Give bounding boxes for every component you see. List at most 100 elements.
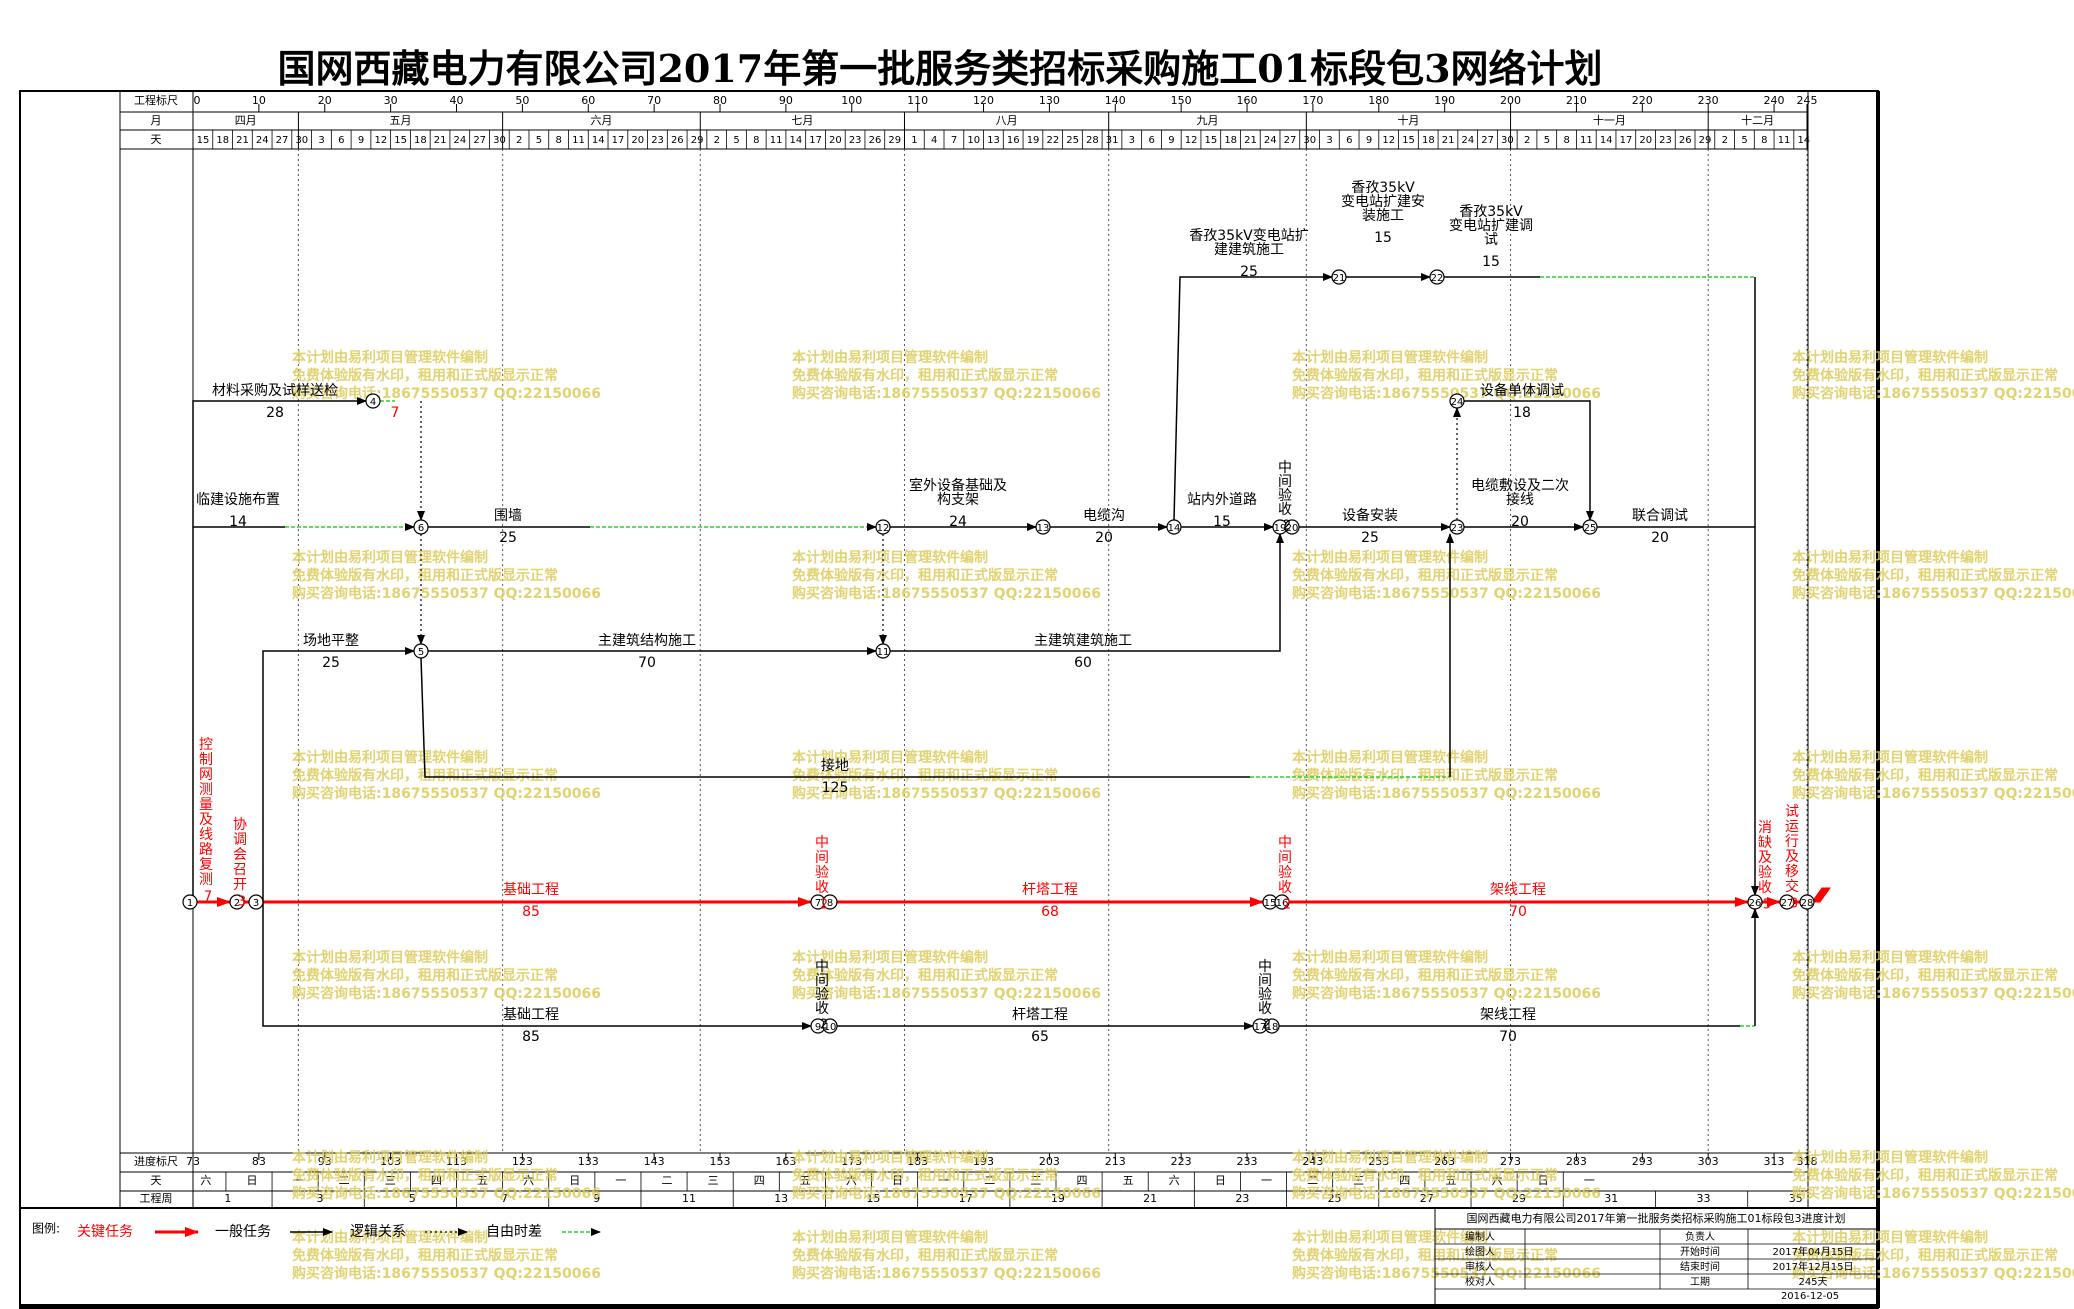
watermark-line: 购买咨询电话:18675550537 QQ:22150066: [1792, 585, 2074, 602]
task-name: 架线工程: [1490, 882, 1546, 898]
day-label: 31: [1106, 135, 1119, 146]
node-circle: [182, 894, 198, 910]
month-label: 十月: [1397, 113, 1419, 127]
day-label: 21: [236, 135, 249, 146]
day-label: 12: [1382, 135, 1395, 146]
node-circle: [1582, 519, 1598, 535]
day-label: 23: [1659, 135, 1672, 146]
task-duration: 25: [322, 655, 340, 671]
task-name: 试: [1484, 232, 1498, 248]
day-label: 26: [671, 135, 684, 146]
top-tick-label: 60: [581, 94, 595, 107]
task-name-vertical: 及: [1758, 850, 1772, 866]
day-label: 24: [454, 135, 467, 146]
node-circle: [365, 393, 381, 409]
watermark-line: 免费体验版有水印，租用和正式版显示正常: [292, 967, 558, 984]
bottom-tick-label: 263: [1434, 1155, 1455, 1168]
week-label: 13: [774, 1192, 788, 1205]
task-name-vertical: 收: [1758, 880, 1772, 896]
watermark-line: 本计划由易利项目管理软件编制: [1292, 349, 1488, 366]
day-label: 5: [1741, 135, 1747, 146]
day-label: 16: [1007, 135, 1020, 146]
task-name-vertical: 收: [1278, 502, 1292, 518]
task-name-vertical: 验: [1278, 488, 1292, 504]
top-tick-label: 30: [384, 94, 398, 107]
watermark-line: 免费体验版有水印，租用和正式版显示正常: [792, 1167, 1058, 1184]
top-tick-label: 220: [1632, 94, 1653, 107]
weekday-label: 三: [1353, 1174, 1364, 1187]
day-label: 2: [714, 135, 720, 146]
task-name: 围墙: [494, 508, 522, 524]
bottom-tick-label: 313: [1764, 1155, 1785, 1168]
watermark-line: 免费体验版有水印，租用和正式版显示正常: [1292, 767, 1558, 784]
node-circle: [1747, 894, 1763, 910]
day-label: 21: [1442, 135, 1455, 146]
day-label: 21: [434, 135, 447, 146]
task-name-vertical: 收: [815, 1001, 829, 1017]
watermark-line: 本计划由易利项目管理软件编制: [792, 749, 988, 766]
day-label: 29: [691, 135, 704, 146]
weekday-label: 日: [1538, 1174, 1549, 1187]
watermark-line: 免费体验版有水印，租用和正式版显示正常: [1792, 567, 2058, 584]
weekday-label: 一: [293, 1174, 304, 1187]
watermark-line: 免费体验版有水印，租用和正式版显示正常: [792, 367, 1058, 384]
node-label: 20: [1286, 523, 1299, 534]
top-tick-label: 40: [450, 94, 464, 107]
node-label: 9: [815, 1022, 821, 1033]
node-circle: [413, 643, 429, 659]
bottom-tick-label: 123: [512, 1155, 533, 1168]
task-name: 变电站扩建安: [1341, 194, 1425, 210]
weekday-label: 一: [1584, 1174, 1595, 1187]
top-tick-label: 110: [907, 94, 928, 107]
node-label: 5: [418, 647, 424, 658]
task-name-vertical: 控: [199, 737, 213, 753]
week-label: 15: [866, 1192, 880, 1205]
week-label: 23: [1235, 1192, 1249, 1205]
day-label: 4: [931, 135, 937, 146]
node-label: 15: [1264, 898, 1277, 909]
task-name-vertical: 中: [815, 959, 829, 975]
task-duration: 3: [238, 895, 246, 910]
node-label: 12: [877, 523, 890, 534]
task-name-vertical: 间: [815, 850, 829, 866]
week-label: 27: [1420, 1192, 1434, 1205]
watermark-line: 本计划由易利项目管理软件编制: [792, 1149, 988, 1166]
day-label: 29: [888, 135, 901, 146]
top-tick-label: 180: [1368, 94, 1389, 107]
watermark-line: 购买咨询电话:18675550537 QQ:22150066: [292, 385, 601, 402]
normal-arrow: [890, 533, 1284, 652]
watermark-line: 本计划由易利项目管理软件编制: [292, 1229, 488, 1246]
day-label: 30: [295, 135, 308, 146]
weekday-label: 四: [754, 1174, 765, 1187]
day-label: 3: [1129, 135, 1135, 146]
top-tick-label: 200: [1500, 94, 1521, 107]
task-duration: 70: [638, 655, 656, 671]
bottom-tick-label: 223: [1171, 1155, 1192, 1168]
day-label: 30: [1303, 135, 1316, 146]
top-tick-label: 210: [1566, 94, 1587, 107]
watermark-line: 免费体验版有水印，租用和正式版显示正常: [1792, 1167, 2058, 1184]
watermark-line: 本计划由易利项目管理软件编制: [1792, 549, 1988, 566]
month-label: 八月: [996, 114, 1018, 127]
task-name-vertical: 中: [1258, 959, 1272, 975]
day-label: 15: [394, 135, 407, 146]
node-label: 3: [253, 898, 259, 909]
bottom-tick-label: 233: [1237, 1155, 1258, 1168]
node-label: 26: [1749, 898, 1762, 909]
node-circle: [1331, 269, 1347, 285]
node-circle: [1449, 393, 1465, 409]
bottom-tick-label: 203: [1039, 1155, 1060, 1168]
normal-arrow: [262, 647, 415, 902]
weekday-label: 四: [1076, 1174, 1087, 1187]
watermark-line: 本计划由易利项目管理软件编制: [1292, 949, 1488, 966]
month-row-label: 月: [151, 114, 162, 127]
node-circle: [1035, 519, 1051, 535]
task-name-vertical: 缺: [1758, 835, 1772, 851]
task-name: 杆塔工程: [1022, 882, 1078, 898]
day-label: 2: [1722, 135, 1728, 146]
watermark-line: 免费体验版有水印，租用和正式版显示正常: [292, 367, 558, 384]
top-tick-label: 160: [1237, 94, 1258, 107]
top-tick-label: 170: [1302, 94, 1323, 107]
weekday-label: 五: [800, 1174, 811, 1187]
